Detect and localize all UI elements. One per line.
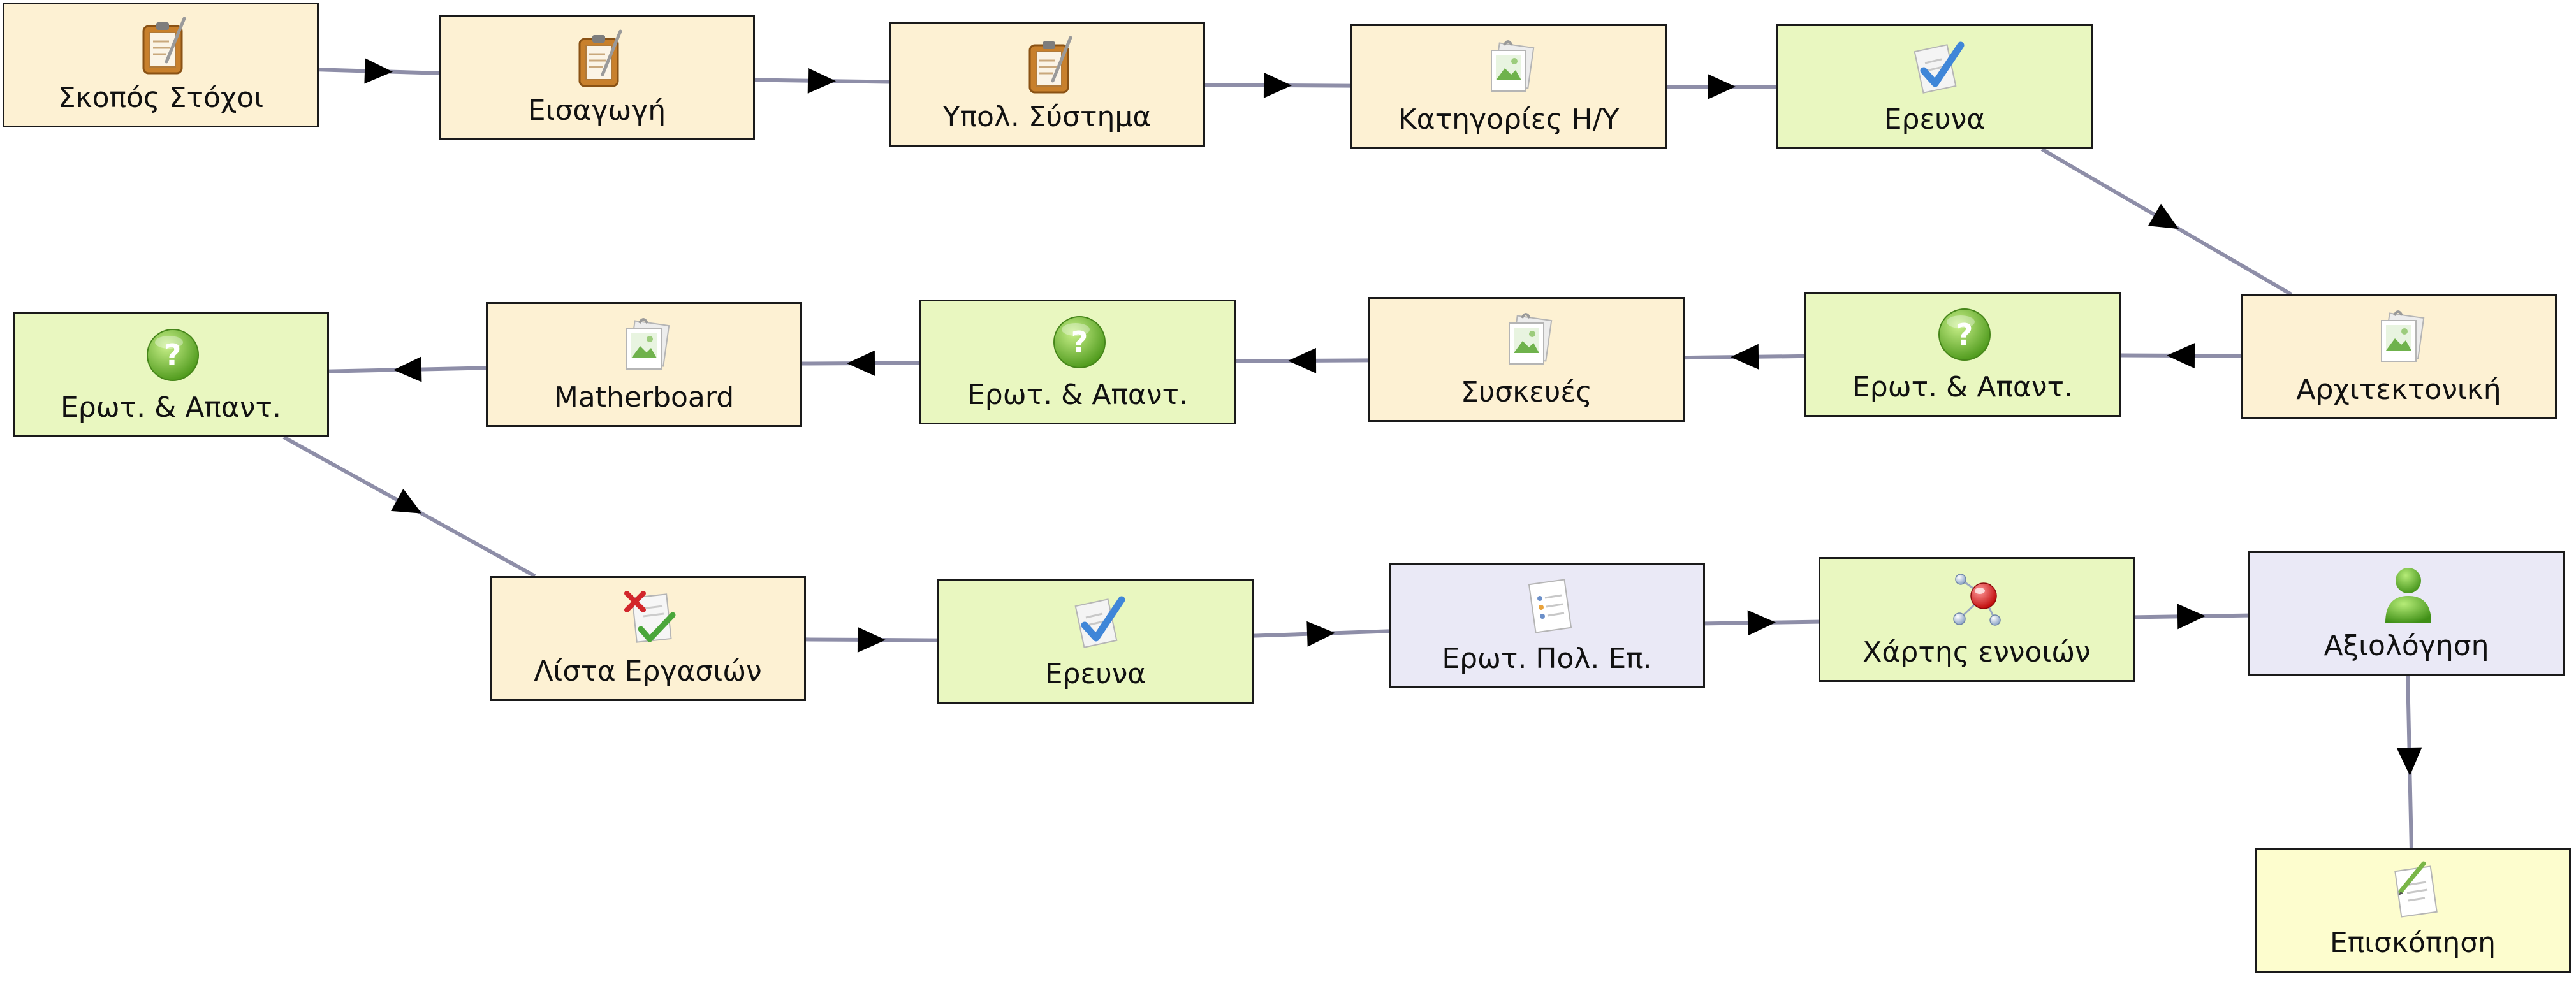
node-ereuna-2[interactable]: Ερευνα: [937, 579, 1254, 704]
svg-text:?: ?: [165, 338, 182, 372]
question-icon: ?: [147, 329, 199, 381]
node-katigories-hy[interactable]: Κατηγορίες Η/Υ: [1350, 24, 1667, 149]
arrowhead: [2396, 747, 2422, 776]
node-label: Αξιολόγηση: [2324, 630, 2489, 662]
node-label: Επισκόπηση: [2329, 927, 2496, 959]
image-icon: [2381, 310, 2425, 362]
notepad-icon: [578, 29, 622, 87]
arrowhead: [1708, 74, 1736, 99]
arrowhead: [847, 350, 875, 376]
image-icon: [1509, 313, 1553, 365]
arrowhead: [2148, 203, 2179, 229]
concept-map-icon: [1953, 574, 2001, 626]
arrowhead: [2167, 343, 2195, 369]
node-label: Συσκευές: [1461, 376, 1592, 409]
node-label: Ερωτ. & Απαντ.: [61, 391, 281, 424]
review-icon: [2394, 861, 2438, 918]
checkmark-icon: [1914, 41, 1965, 94]
node-matherboard[interactable]: Matherboard: [486, 302, 802, 427]
svg-text:?: ?: [1956, 317, 1973, 352]
node-axiologisi[interactable]: Αξιολόγηση: [2248, 551, 2565, 676]
question-icon: ?: [1938, 308, 1991, 361]
arrowhead: [391, 488, 422, 514]
node-erot-apant-2[interactable]: ? Ερωτ. & Απαντ.: [919, 300, 1236, 424]
node-xartis-ennoion[interactable]: Χάρτης εννοιών: [1819, 557, 2135, 682]
notepad-icon: [1028, 36, 1072, 94]
node-eisagogi[interactable]: Εισαγωγή: [439, 15, 755, 140]
user-icon: [2385, 568, 2431, 623]
node-erot-pol-ep[interactable]: Ερωτ. Πολ. Επ.: [1389, 563, 1705, 688]
node-architektoniki[interactable]: Αρχιτεκτονική: [2241, 294, 2557, 419]
arrowhead: [1288, 347, 1317, 373]
node-erot-apant-3[interactable]: ? Ερωτ. & Απαντ.: [13, 312, 329, 437]
node-label: Χάρτης εννοιών: [1862, 636, 2091, 669]
node-label: Ερωτ. & Απαντ.: [1852, 371, 2073, 403]
image-icon: [626, 318, 670, 370]
node-skopos-stoxoi[interactable]: Σκοπός Στόχοι: [3, 3, 319, 127]
node-label: Υπολ. Σύστημα: [942, 101, 1152, 133]
checkmark-icon: [1074, 596, 1125, 648]
node-erot-apant-1[interactable]: ? Ερωτ. & Απαντ.: [1804, 292, 2121, 417]
notepad-icon: [142, 17, 186, 75]
node-ereuna-1[interactable]: Ερευνα: [1776, 24, 2093, 149]
node-label: Κατηγορίες Η/Υ: [1398, 103, 1620, 136]
node-label: Σκοπός Στόχοι: [57, 82, 264, 114]
node-lista-ergasion[interactable]: Λίστα Εργασιών: [490, 576, 806, 701]
arrowhead: [1306, 621, 1335, 647]
node-label: Ερωτ. & Απαντ.: [967, 379, 1188, 411]
node-label: Λίστα Εργασιών: [534, 655, 762, 688]
node-ypol-systima[interactable]: Υπολ. Σύστημα: [889, 22, 1205, 147]
node-label: Εισαγωγή: [527, 94, 666, 127]
node-label: Ερωτ. Πολ. Επ.: [1442, 642, 1652, 675]
svg-text:?: ?: [1071, 325, 1088, 359]
node-label: Ερευνα: [1044, 658, 1146, 690]
task-list-icon: [624, 591, 676, 643]
arrowhead: [1731, 344, 1759, 370]
node-label: Matherboard: [553, 381, 735, 414]
arrowhead: [807, 68, 836, 94]
arrowhead: [2177, 604, 2206, 630]
node-syskeues[interactable]: Συσκευές: [1368, 297, 1685, 422]
arrowhead: [1263, 72, 1292, 98]
node-label: Ερευνα: [1884, 103, 1986, 136]
arrowhead: [1747, 610, 1776, 636]
question-icon: ?: [1053, 316, 1106, 368]
node-episkopisi[interactable]: Επισκόπηση: [2255, 848, 2571, 973]
arrowhead: [393, 356, 422, 382]
node-label: Αρχιτεκτονική: [2296, 373, 2501, 406]
multi-choice-icon: [1528, 579, 1572, 633]
arrowhead: [857, 626, 886, 653]
arrowhead: [364, 58, 393, 84]
image-icon: [1491, 40, 1535, 92]
